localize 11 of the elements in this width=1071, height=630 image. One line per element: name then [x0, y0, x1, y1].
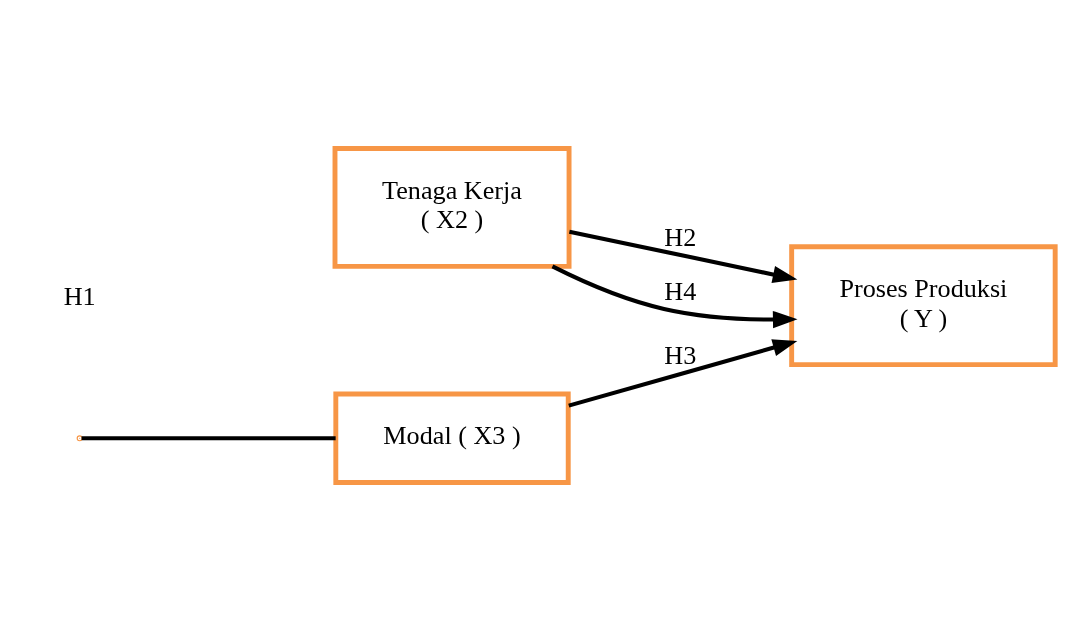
edge-label: H4 [664, 276, 697, 306]
node-box: Proses Produksi ( Y ) [789, 243, 1058, 367]
edge-label: H3 [664, 340, 697, 370]
node-box: Tenaga Kerja ( X2 ) [332, 145, 572, 269]
edge-label: H2 [664, 222, 697, 252]
arrow [568, 229, 798, 283]
connector [81, 435, 336, 440]
arrow [551, 264, 798, 328]
node-box: Modal ( X3 ) [333, 391, 571, 485]
label: H1 [63, 281, 96, 311]
arrow [568, 338, 798, 408]
